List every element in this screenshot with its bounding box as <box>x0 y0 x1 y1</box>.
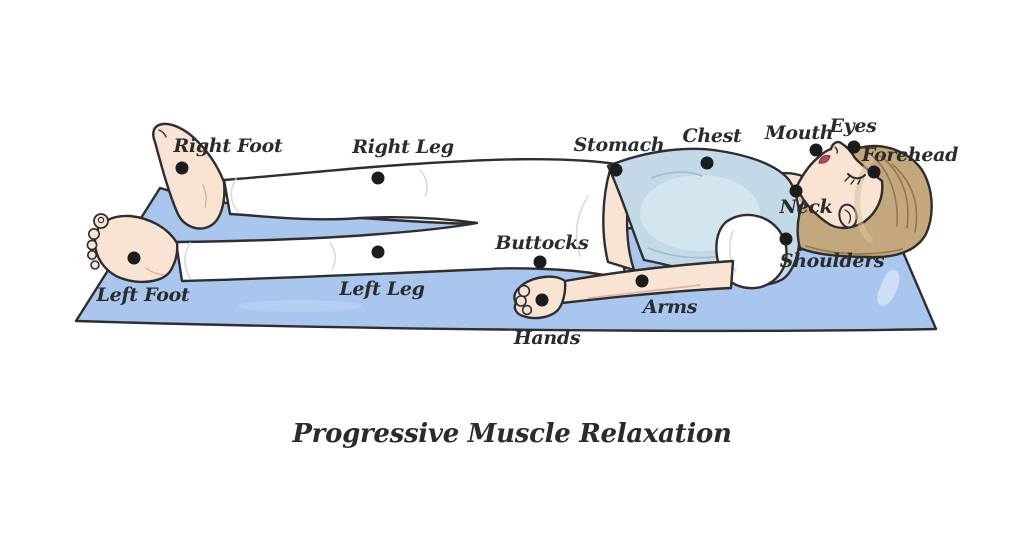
arm-shading <box>587 284 701 299</box>
label-left-foot: Left Foot <box>96 284 190 306</box>
face <box>795 140 884 230</box>
dot-eyes <box>847 140 861 154</box>
dot-mouth <box>809 143 823 157</box>
dot-buttocks <box>533 255 547 269</box>
label-forehead: Forehead <box>861 144 959 166</box>
mat-highlight <box>877 269 900 306</box>
label-shoulders: Shoulders <box>779 250 885 272</box>
eyelashes <box>844 176 861 185</box>
dot-chest <box>700 156 714 170</box>
label-mouth: Mouth <box>764 122 834 144</box>
label-chest: Chest <box>682 125 742 147</box>
diagram-title: Progressive Muscle Relaxation <box>292 419 732 449</box>
label-arms: Arms <box>642 296 698 318</box>
right-foot-toenail <box>158 129 167 138</box>
ear-inner <box>844 209 852 224</box>
dot-stomach <box>609 163 623 177</box>
marker-dots <box>127 140 881 307</box>
left-foot-crease <box>145 267 165 276</box>
shirt-wrinkles <box>647 171 721 259</box>
pants <box>174 157 630 284</box>
dot-left-leg <box>371 245 385 259</box>
label-neck: Neck <box>779 196 833 218</box>
label-right-foot: Right Foot <box>173 135 283 157</box>
closed-eye <box>846 172 867 180</box>
hand-fingers <box>515 284 533 316</box>
dot-hands <box>535 293 549 307</box>
mat-sheen <box>238 300 362 312</box>
dot-right-leg <box>371 171 385 185</box>
dot-right-foot <box>175 161 189 175</box>
label-stomach: Stomach <box>573 134 665 156</box>
left-foot-toes <box>86 213 109 270</box>
label-buttocks: Buttocks <box>495 232 589 254</box>
label-left-leg: Left Leg <box>339 278 425 300</box>
lips <box>818 154 831 164</box>
label-right-leg: Right Leg <box>352 136 454 158</box>
dot-forehead <box>867 165 881 179</box>
label-eyes: Eyes <box>829 115 877 137</box>
dot-arms <box>635 274 649 288</box>
right-foot-crease <box>202 184 207 208</box>
dot-neck <box>789 184 803 198</box>
hair-front-highlight <box>854 154 875 243</box>
left-foot-shape <box>93 214 179 284</box>
label-hands: Hands <box>513 327 581 349</box>
sleeve-fold <box>729 230 737 273</box>
hair-strands <box>805 150 918 255</box>
dot-shoulders <box>779 232 793 246</box>
body <box>86 122 933 320</box>
nostril <box>834 146 839 154</box>
pants-creases <box>184 169 589 280</box>
dot-left-foot <box>127 251 141 265</box>
